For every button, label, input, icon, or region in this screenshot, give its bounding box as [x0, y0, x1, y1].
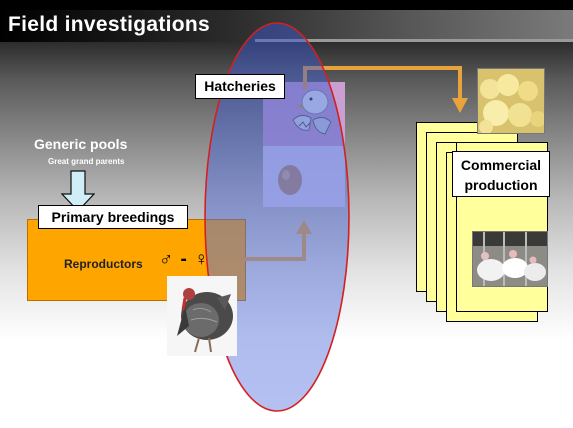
hatcheries-label: Hatcheries: [195, 74, 285, 99]
turkeys-barn-photo: [472, 231, 548, 287]
primary-breedings-label: Primary breedings: [38, 205, 188, 229]
male-female-symbols: ♂ - ♀: [159, 249, 210, 270]
title-rule: [255, 39, 573, 42]
generic-pools-title: Generic pools: [34, 136, 128, 152]
chicks-photo: [477, 68, 545, 134]
generic-pools-subtitle: Great grand parents: [48, 157, 125, 166]
commercial-label-line2: production: [464, 177, 538, 193]
slide-title: Field investigations: [8, 13, 211, 36]
commercial-label-line1: Commercial: [460, 157, 542, 173]
down-arrow-icon: [61, 170, 95, 212]
reproductors-label: Reproductors: [64, 257, 143, 271]
commercial-production-label: Commercial production: [452, 151, 550, 197]
turkey-photo: [167, 276, 237, 356]
